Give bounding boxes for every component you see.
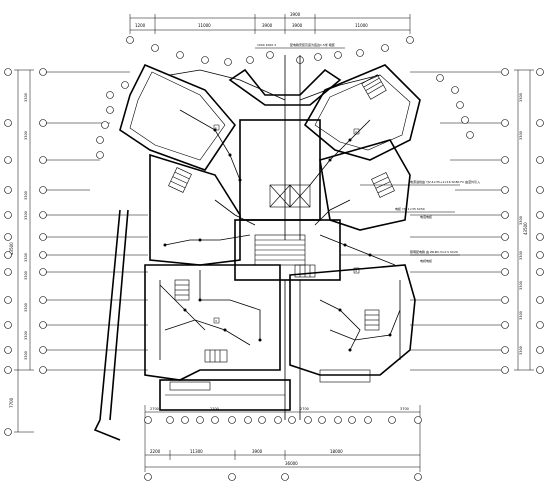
right-dim-3: 3300 [519, 131, 523, 140]
bottom-dim1-3: 3700 [400, 407, 409, 411]
left-dimension-lines: 43500 7700 3300 3300 3300 3300 3300 [9, 69, 34, 433]
right-grid-bubbles [410, 68, 544, 374]
left-dim-2: 3300 [24, 211, 28, 220]
stair-symbols [168, 74, 395, 363]
building-walls [93, 63, 421, 441]
annotation-right-2: 电缆 YJV-1×35 SC50 [395, 206, 425, 211]
top-dim-1: 11000 [198, 23, 211, 28]
bottom-dim2-3: 18000 [330, 449, 343, 454]
left-dim-4: 3300 [24, 331, 28, 340]
top-dimension-lines: 3900 1200 11000 3900 3900 11000 [129, 12, 411, 34]
annotation-top-left: 1000 1000 3 [257, 43, 276, 47]
annotation-right-3: 照明配电箱 由 ZR-BV-3×2.5 SC20 [410, 249, 458, 254]
annotation-right-1: 电源进线由 YJV-4×35+1×16 SC80 FC 由室外引入 [410, 179, 480, 184]
left-grid-bubbles [4, 68, 148, 436]
top-overall-label: 3900 [290, 12, 301, 17]
right-dim-2: 3300 [519, 346, 523, 355]
right-dim-4: 3300 [519, 216, 523, 225]
bottom-dimension-lines: 2200 11300 3900 18000 36000 2700 2700 27… [144, 405, 421, 472]
bottom-dim2-0: 2200 [150, 449, 161, 454]
left-dim-3: 3300 [24, 271, 28, 280]
top-grid-bubbles [96, 36, 474, 159]
right-dim-6: 3300 [519, 311, 523, 320]
room-marker-3: 3 [215, 319, 217, 323]
left-lower-label: 7700 [9, 397, 14, 408]
bottom-dim1-0: 2700 [150, 407, 159, 411]
bottom-dim2-2: 3900 [252, 449, 263, 454]
annotation-right-2b: 电话电缆 [420, 214, 432, 219]
bottom-grid-bubbles [144, 416, 422, 481]
left-dim-0: 3300 [24, 93, 28, 102]
annotation-top-right: 配电箱安装高度为底边1.5米 暗装 [290, 42, 335, 47]
right-dim-5: 3300 [519, 281, 523, 290]
top-dim-2: 3900 [262, 23, 273, 28]
bottom-dim1-1: 2700 [210, 407, 219, 411]
right-overall-label: 43500 [523, 222, 528, 235]
left-dim-5: 3300 [24, 191, 28, 200]
left-dim-8: 3300 [24, 351, 28, 360]
top-dim-0: 1200 [135, 23, 146, 28]
bottom-dim2-1: 11300 [190, 449, 203, 454]
right-dimension-lines: 43500 3300 3300 3300 [514, 69, 534, 371]
left-dim-1: 3300 [24, 131, 28, 140]
room-marker-4: 4 [355, 269, 357, 273]
electrical-wiring [159, 55, 401, 420]
bottom-overall-label: 36000 [285, 461, 298, 466]
left-overall-label: 43500 [9, 242, 14, 255]
right-dim-1: 3300 [519, 251, 523, 260]
room-marker-1: 1 [215, 126, 217, 130]
room-marker-2: 2 [355, 130, 357, 134]
top-dim-3: 3900 [292, 23, 303, 28]
right-dim-0: 3300 [519, 93, 523, 102]
left-dim-6: 3300 [24, 253, 28, 262]
left-wing-dim-labels: 3300 3300 3300 3300 3300 3300 3300 3300 [24, 131, 523, 360]
annotation-labels: 1000 1000 3 配电箱安装高度为底边1.5米 暗装 电源进线由 YJV-… [255, 42, 480, 263]
top-dim-4: 11000 [355, 23, 368, 28]
left-dim-7: 3300 [24, 303, 28, 312]
annotation-right-3b: 电视电缆 [420, 258, 432, 263]
bottom-dim1-2: 2700 [300, 407, 309, 411]
room-markers: 1 2 3 4 [213, 124, 360, 324]
